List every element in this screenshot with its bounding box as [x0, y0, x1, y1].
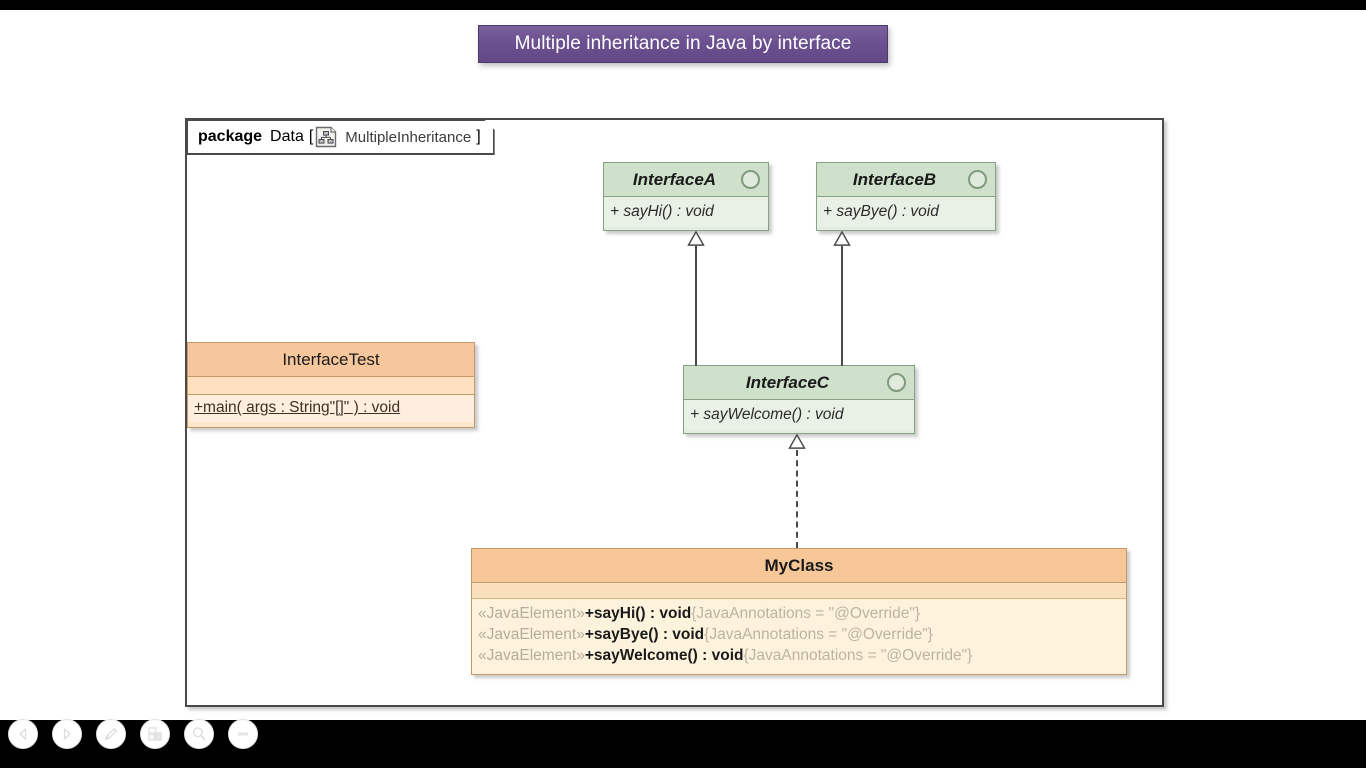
- interface-ball-icon: [887, 373, 906, 392]
- interfacetest-attributes: [188, 377, 474, 395]
- operation-row: «JavaElement»+sayWelcome() : void{JavaAn…: [478, 645, 1120, 666]
- diagram-title-banner: Multiple inheritance in Java by interfac…: [478, 25, 888, 63]
- interface-ball-icon: [741, 170, 760, 189]
- ellipsis-icon: [234, 725, 252, 743]
- forward-button[interactable]: [52, 719, 82, 749]
- interfacetest-operations: +main( args : String"[]" ) : void: [188, 395, 474, 422]
- diagram-name: MultipleInheritance: [345, 128, 472, 146]
- diagram-icon: [315, 126, 337, 148]
- zoom-button[interactable]: [184, 719, 214, 749]
- operation-row: «JavaElement»+sayHi() : void{JavaAnnotat…: [478, 603, 1120, 624]
- interface-b-name: InterfaceB: [852, 169, 937, 189]
- interfacetest-header: InterfaceTest: [188, 343, 474, 377]
- pencil-icon: [102, 725, 120, 743]
- uml-class-interfacetest[interactable]: InterfaceTest +main( args : String"[]" )…: [187, 342, 475, 428]
- operation-row: + sayHi() : void: [610, 203, 714, 220]
- myclass-name: MyClass: [764, 555, 834, 575]
- copy-icon: [146, 725, 164, 743]
- interface-b-header: InterfaceB: [817, 163, 995, 197]
- myclass-header: MyClass: [472, 549, 1126, 583]
- operation-annotation: {JavaAnnotations = "@Override"}: [704, 626, 933, 643]
- magnifier-icon: [190, 725, 208, 743]
- realization-arrowhead-c: [788, 434, 806, 449]
- operation-signature: +sayHi() : void: [584, 605, 692, 622]
- generalization-arrowhead-a: [687, 231, 705, 246]
- operation-annotation: {JavaAnnotations = "@Override"}: [691, 605, 921, 622]
- realization-line-myclass-to-c: [796, 450, 798, 548]
- interface-a-name: InterfaceA: [632, 169, 717, 189]
- operation-signature: +sayBye() : void: [584, 626, 705, 643]
- interface-ball-icon: [968, 170, 987, 189]
- operation-stereotype: «JavaElement»: [478, 647, 585, 664]
- uml-interface-b[interactable]: InterfaceB + sayBye() : void: [816, 162, 996, 231]
- operation-row: + sayBye() : void: [823, 203, 939, 220]
- bracket-close: ]: [476, 128, 481, 145]
- interface-a-operations: + sayHi() : void: [604, 197, 768, 227]
- uml-interface-c[interactable]: InterfaceC + sayWelcome() : void: [683, 365, 915, 434]
- triangle-left-icon: [15, 726, 31, 742]
- generalization-line-c-to-a: [695, 246, 697, 366]
- interface-b-operations: + sayBye() : void: [817, 197, 995, 227]
- copy-button[interactable]: [140, 719, 170, 749]
- edit-button[interactable]: [96, 719, 126, 749]
- triangle-right-icon: [59, 726, 75, 742]
- bracket-open: [: [308, 128, 314, 145]
- myclass-attributes: [472, 583, 1126, 599]
- operation-stereotype: «JavaElement»: [478, 626, 585, 643]
- interface-c-operations: + sayWelcome() : void: [684, 400, 914, 430]
- operation-stereotype: «JavaElement»: [478, 605, 585, 622]
- operation-signature: +sayWelcome() : void: [584, 647, 744, 664]
- back-button[interactable]: [8, 719, 38, 749]
- diagram-title-text: Multiple inheritance in Java by interfac…: [514, 33, 852, 54]
- operation-row: «JavaElement»+sayBye() : void{JavaAnnota…: [478, 624, 1120, 645]
- generalization-line-c-to-b: [841, 246, 843, 366]
- package-frame[interactable]: package Data [ MultipleInheritance ]: [185, 118, 1164, 707]
- generalization-arrowhead-b: [833, 231, 851, 246]
- diagram-canvas[interactable]: Multiple inheritance in Java by interfac…: [0, 10, 1366, 720]
- operation-row: +main( args : String"[]" ) : void: [194, 399, 401, 416]
- interface-a-header: InterfaceA: [604, 163, 768, 197]
- interface-c-header: InterfaceC: [684, 366, 914, 400]
- package-name: Data: [270, 128, 304, 145]
- interface-c-name: InterfaceC: [745, 372, 830, 392]
- package-keyword: package: [198, 128, 263, 145]
- interfacetest-name: InterfaceTest: [282, 349, 380, 369]
- operation-row: + sayWelcome() : void: [690, 406, 844, 423]
- more-button[interactable]: [228, 719, 258, 749]
- operation-annotation: {JavaAnnotations = "@Override"}: [743, 647, 973, 664]
- myclass-operations: «JavaElement»+sayHi() : void{JavaAnnotat…: [472, 599, 1126, 671]
- uml-interface-a[interactable]: InterfaceA + sayHi() : void: [603, 162, 769, 231]
- uml-class-myclass[interactable]: MyClass «JavaElement»+sayHi() : void{Jav…: [471, 548, 1127, 675]
- package-frame-header: package Data [ MultipleInheritance ]: [186, 119, 495, 155]
- bottom-toolbar: [0, 710, 1366, 758]
